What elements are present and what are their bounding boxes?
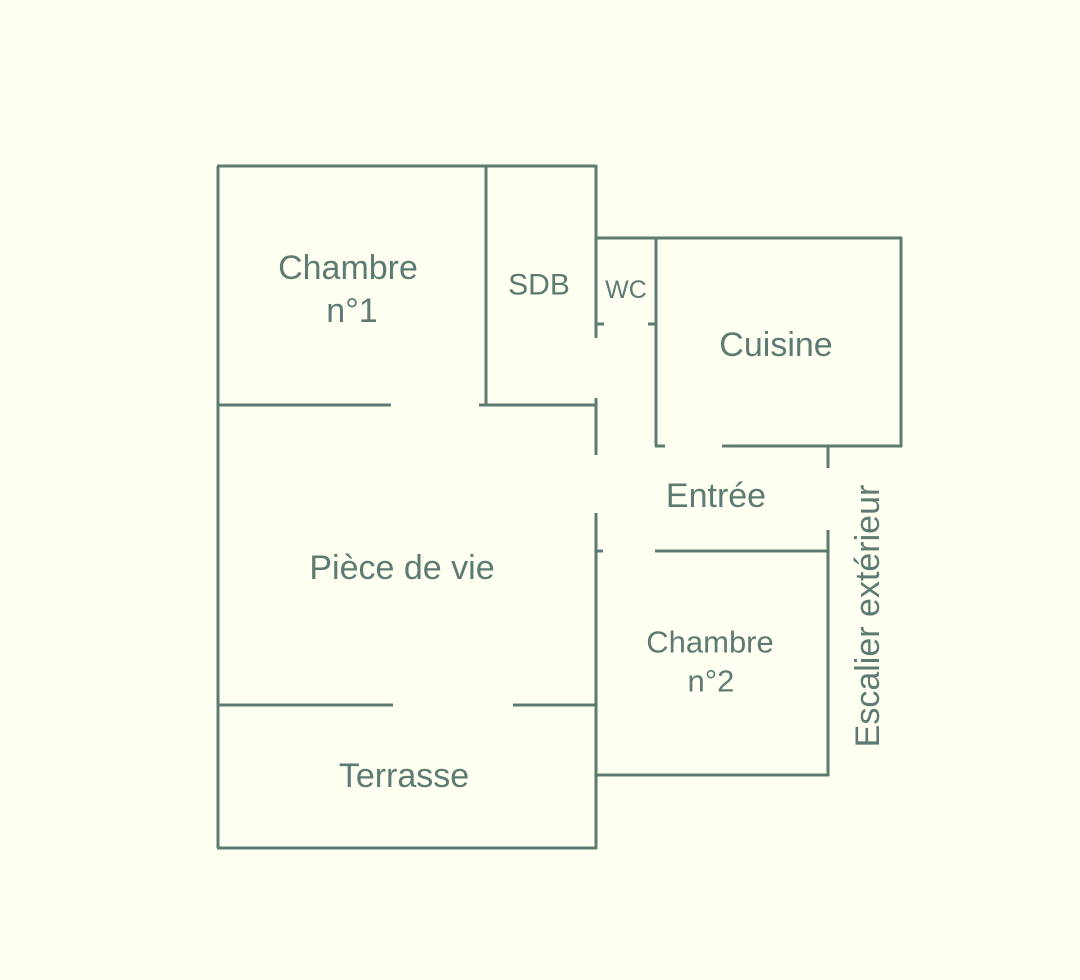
room-label-chambre1-number: n°1 xyxy=(326,292,377,330)
room-label-terrasse: Terrasse xyxy=(339,757,469,795)
room-label-chambre1: Chambre xyxy=(278,249,418,287)
room-label-chambre2-number: n°2 xyxy=(688,664,735,699)
room-label-wc: WC xyxy=(605,276,647,304)
room-label-piece-de-vie: Pièce de vie xyxy=(309,549,494,587)
walls xyxy=(216,164,903,850)
room-labels: Chambre n°1 SDB WC Cuisine Entrée Pièce … xyxy=(278,249,887,795)
room-label-sdb: SDB xyxy=(508,269,570,302)
room-label-entree: Entrée xyxy=(666,477,766,515)
room-label-escalier-exterieur: Escalier extérieur xyxy=(849,485,887,748)
room-label-chambre2: Chambre xyxy=(646,625,774,660)
room-label-cuisine: Cuisine xyxy=(719,326,832,364)
